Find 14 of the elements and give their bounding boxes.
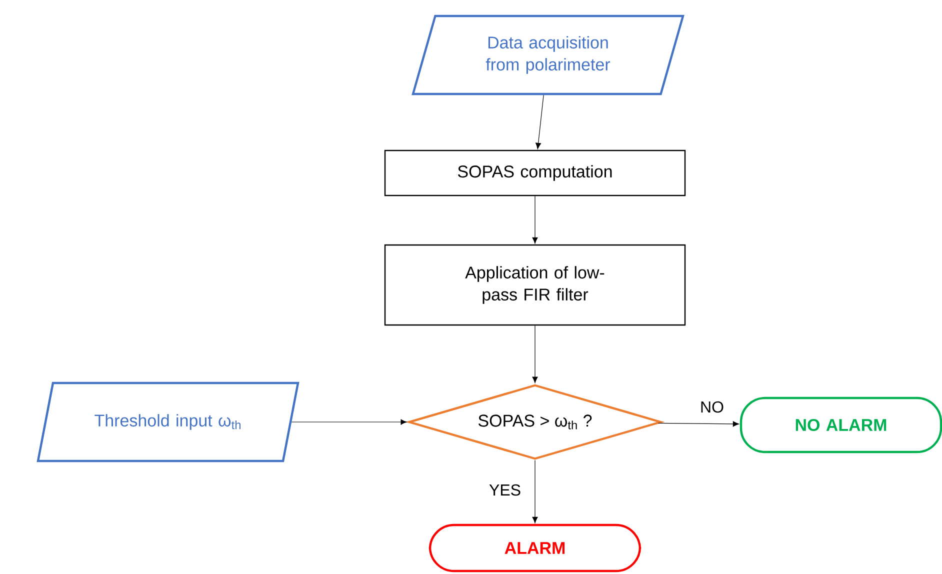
arrow bbox=[532, 325, 538, 383]
edge-label: YES bbox=[488, 483, 522, 497]
process-box: Application of low-pass FIR filter bbox=[384, 244, 686, 326]
process-box: SOPAS computation bbox=[384, 150, 686, 196]
terminal-box: ALARM bbox=[428, 524, 642, 572]
input-parallelogram: Threshold input ω$_{th}$ bbox=[36, 382, 300, 462]
input-parallelogram: Data acquisition from polarimeter bbox=[412, 14, 684, 96]
arrow bbox=[536, 94, 544, 150]
terminal-box: NO ALARM bbox=[740, 396, 942, 454]
arrow bbox=[658, 421, 740, 427]
arrow bbox=[532, 460, 538, 524]
arrow bbox=[532, 196, 538, 244]
edge-label: NO bbox=[699, 400, 725, 414]
arrow bbox=[291, 419, 407, 425]
